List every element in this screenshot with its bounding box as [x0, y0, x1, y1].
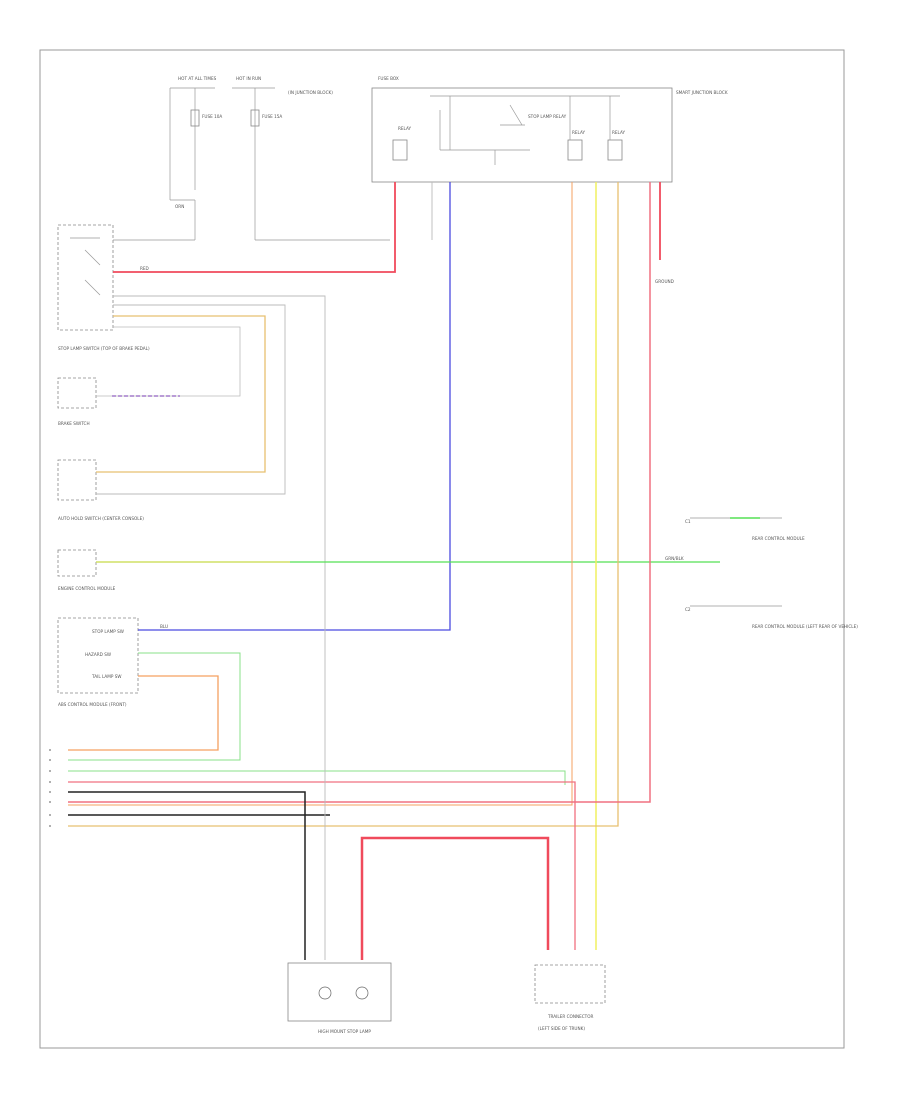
- relay1-label: RELAY: [398, 126, 412, 131]
- wire-black-1: [68, 791, 306, 960]
- wire-tan: [96, 315, 266, 473]
- ground-label: GROUND: [655, 279, 674, 284]
- wire-pink-bus: [68, 781, 576, 950]
- relay4-label: RELAY: [612, 130, 626, 135]
- trailer-label: TRAILER CONNECTOR: [547, 1014, 594, 1019]
- wire-red-right: [68, 182, 651, 803]
- esp-module: STOP LAMP SW HAZARD SW TAIL LAMP SW ABS …: [57, 617, 139, 707]
- wire-gray-4: [96, 326, 241, 397]
- hot-label-b: HOT IN RUN: [236, 76, 261, 81]
- relay3-label: RELAY: [572, 130, 586, 135]
- wire-green-bus: [68, 770, 566, 785]
- trailer-note: (LEFT SIDE OF TRUNK): [538, 1026, 585, 1031]
- svg-text:GRN/BLK: GRN/BLK: [665, 556, 684, 561]
- hmsl-label: HIGH MOUNT STOP LAMP: [318, 1029, 371, 1034]
- wire-gray-1: [113, 295, 326, 700]
- wire-tan-right: [68, 182, 619, 827]
- hold-switch: AUTO HOLD SWITCH (CENTER CONSOLE): [57, 459, 144, 521]
- esp-pin-3: TAIL LAMP SW: [91, 674, 122, 679]
- wire-red-main: [113, 182, 396, 273]
- fuse-a-label: FUSE 10A: [202, 114, 222, 119]
- fuse-box-label: FUSE BOX: [378, 76, 399, 81]
- svg-text:C2: C2: [685, 607, 691, 612]
- engine-module: ENGINE CONTROL MODULE: [57, 549, 116, 591]
- brake-switch: BRAKE SWITCH: [57, 377, 97, 426]
- rear-module-2-label: REAR CONTROL MODULE (LEFT REAR OF VEHICL…: [752, 624, 858, 629]
- svg-text:ORN: ORN: [175, 204, 184, 209]
- smart-junction-label: SMART JUNCTION BLOCK: [676, 90, 728, 95]
- hot-label-a: HOT AT ALL TIMES: [178, 76, 217, 81]
- rear-control-modules: C1 REAR CONTROL MODULE C2 REAR CONTROL M…: [685, 517, 858, 629]
- pin-marks: [49, 749, 51, 827]
- fuse-relay-box: FUSE BOX SMART JUNCTION BLOCK RELAY STOP…: [371, 76, 728, 183]
- hmsl-lamp: HIGH MOUNT STOP LAMP: [287, 962, 392, 1034]
- esp-module-label: ABS CONTROL MODULE (FRONT): [58, 702, 127, 707]
- wire-gray-2: [96, 304, 286, 495]
- esp-pin-1: STOP LAMP SW: [92, 629, 124, 634]
- svg-text:RED: RED: [140, 266, 149, 271]
- stop-lamp-switch-label: STOP LAMP SWITCH (TOP OF BRAKE PEDAL): [58, 346, 150, 351]
- wire-red-hmsl: [360, 836, 550, 960]
- fuse-b-label: FUSE 15A: [262, 114, 282, 119]
- wire-green-esp: [68, 652, 241, 761]
- junction-note-label: (IN JUNCTION BLOCK): [288, 90, 333, 95]
- diagram-frame: [39, 49, 845, 1049]
- engine-module-label: ENGINE CONTROL MODULE: [58, 586, 116, 591]
- trailer-connector: TRAILER CONNECTOR (LEFT SIDE OF TRUNK): [534, 964, 606, 1031]
- wire-orange-esp: [68, 675, 219, 751]
- stop-lamp-switch: STOP LAMP SWITCH (TOP OF BRAKE PEDAL): [57, 200, 196, 351]
- power-source-group: HOT AT ALL TIMES HOT IN RUN FUSE 10A FUS…: [169, 76, 390, 241]
- esp-pin-2: HAZARD SW: [85, 652, 111, 657]
- brake-switch-label: BRAKE SWITCH: [58, 421, 90, 426]
- wire-orange-right: [68, 182, 573, 806]
- hold-switch-label: AUTO HOLD SWITCH (CENTER CONSOLE): [58, 516, 144, 521]
- svg-text:C1: C1: [685, 519, 691, 524]
- svg-text:BLU: BLU: [160, 624, 168, 629]
- wire-blue: [138, 182, 451, 631]
- relay2-label: STOP LAMP RELAY: [528, 114, 567, 119]
- lamp-icon: [318, 986, 332, 1000]
- rear-module-1-label: REAR CONTROL MODULE: [752, 536, 805, 541]
